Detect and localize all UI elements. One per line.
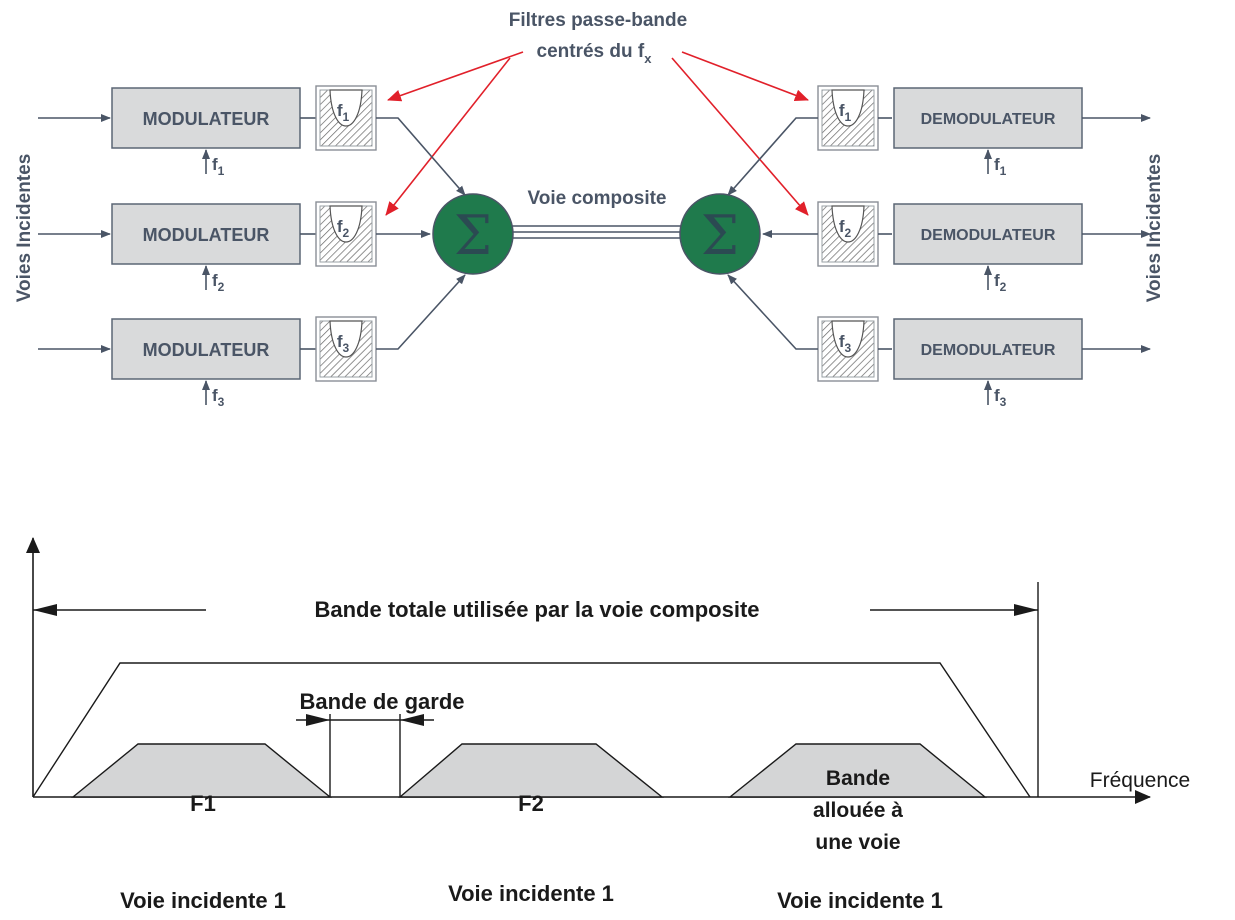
modulator-label-2: MODULATEUR [143,225,270,245]
composite-envelope [32,662,1031,798]
demodulator-label-3: DEMODULATEUR [921,342,1056,359]
band-f1-label: F1 [190,791,216,816]
carrier-right-1-label: f1 [994,155,1007,178]
band-allocated [728,743,987,798]
filter-right-1-label: f1 [839,101,852,124]
filter3-to-sum [376,274,466,350]
annotation-arrow-left-2 [385,57,511,216]
carrier-right-3-label: f3 [994,386,1007,409]
total-band-label: Bande totale utilisée par la voie compos… [314,597,759,622]
band-allocated-line2: allouée à [813,799,903,822]
band-f1 [71,743,332,798]
filter-left-3: f3 [315,316,377,382]
band-f2-label: F2 [518,791,544,816]
filter-right-1: f1 [817,85,879,151]
modulator-label-1: MODULATEUR [143,109,270,129]
annotation-arrow-right-2 [671,57,809,216]
carrier-left-3-label: f3 [212,386,225,409]
channel-label-2: Voie incidente 1 [448,881,614,906]
filter-right-2: f2 [817,201,879,267]
demodulator-label-2: DEMODULATEUR [921,227,1056,244]
demodulator-box-3 [893,318,1083,380]
sum-symbol-left: Σ [454,204,492,267]
filter-note-line1: Filtres passe-bande [509,10,687,31]
filter1-to-sum [376,117,466,196]
filter-left-1: f1 [315,85,377,151]
sum-symbol-right: Σ [701,204,739,267]
annotation-arrow-left-1 [387,51,524,102]
band-allocated-line1: Bande [826,767,890,790]
band-f2 [398,743,664,798]
filter-note-line2: centrés du fx [537,41,653,66]
guard-band-label: Bande de garde [299,689,464,714]
sum-node-left [432,193,514,275]
filter3-from-sum [727,274,818,350]
filter-right-2-label: f2 [839,217,852,240]
side-label-left: Voies Incidentes [14,154,35,303]
composite-label: Voie composite [527,188,666,209]
band-allocated-line3: une voie [815,831,900,854]
filter-left-3-label: f3 [337,332,350,355]
annotation-arrow-right-1 [681,51,809,101]
filter-left-2-label: f2 [337,217,350,240]
filter-left-2: f2 [315,201,377,267]
modulator-label-3: MODULATEUR [143,340,270,360]
filter-right-3-label: f3 [839,332,852,355]
sum-node-right [679,193,761,275]
carrier-left-1-label: f1 [212,155,225,178]
channel-label-1: Voie incidente 1 [120,888,286,913]
channel-label-3: Voie incidente 1 [777,888,943,913]
filter-right-3: f3 [817,316,879,382]
carrier-left-2-label: f2 [212,271,225,294]
filter1-from-sum [727,117,818,196]
modulator-box-3 [111,318,301,380]
demodulator-box-2 [893,203,1083,265]
side-label-right: Voies Incidentes [1144,154,1165,303]
demodulator-label-1: DEMODULATEUR [921,111,1056,128]
carrier-right-2-label: f2 [994,271,1007,294]
frequency-axis-label: Fréquence [1090,769,1190,792]
filter-left-1-label: f1 [337,101,350,124]
